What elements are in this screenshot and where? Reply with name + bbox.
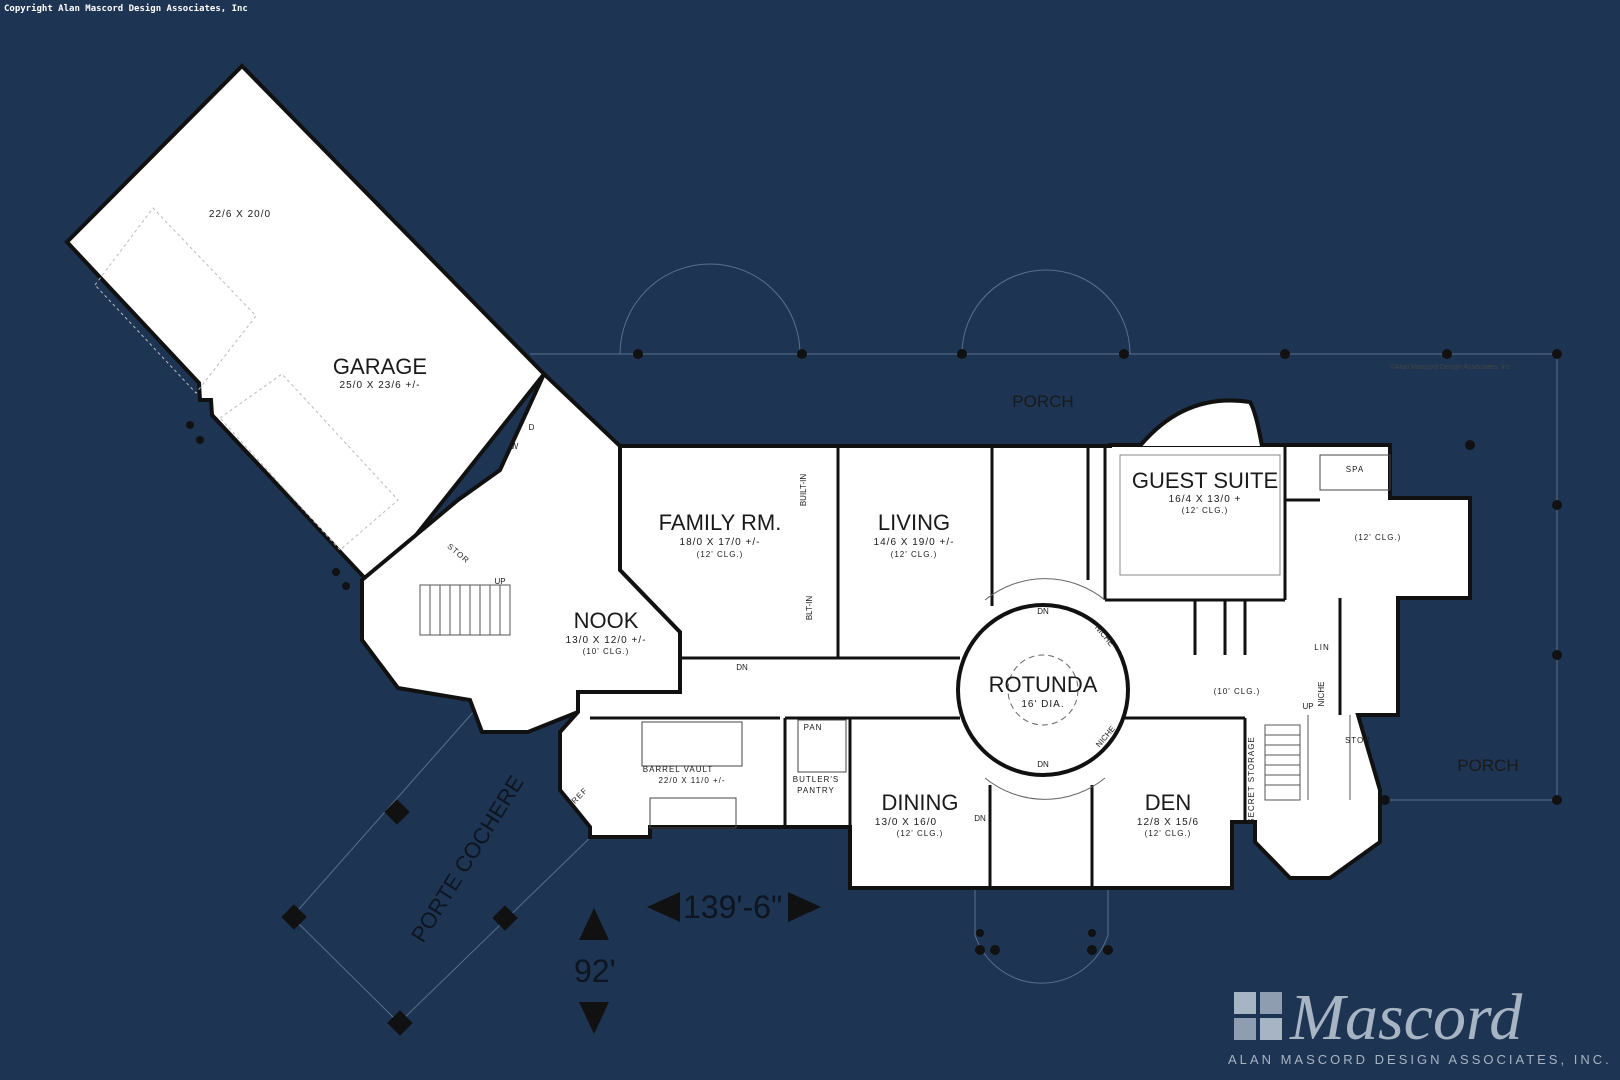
nook-label: NOOK (573, 608, 639, 633)
dn-rotunda-bottom: DN (1037, 760, 1049, 769)
dining-dim: 13/0 X 16/0 (874, 817, 938, 828)
stairs (419, 584, 1351, 801)
stor-label-2: STOR (1344, 736, 1372, 745)
garage-floor (64, 63, 547, 592)
up-label-1: UP (494, 577, 506, 586)
garage-bay-dim: 22/6 X 20/0 (208, 209, 272, 220)
guest-suite-clg: (12' CLG.) (1181, 506, 1229, 515)
dn-dining: DN (974, 814, 986, 823)
barrel-vault-label: BARREL VAULT (642, 765, 714, 774)
depth-dimension: 92' (574, 953, 616, 989)
dining-label: DINING (881, 790, 959, 815)
niche-label-3: NICHE (1317, 681, 1326, 707)
dryer-label: D (528, 423, 536, 432)
washer-label: W (510, 442, 520, 451)
up-label-2: UP (1302, 702, 1314, 711)
rotunda-circle (956, 578, 1130, 800)
dimension-arrows (579, 892, 821, 1034)
rotunda-label: ROTUNDA (988, 672, 1098, 697)
den-clg: (12' CLG.) (1144, 829, 1192, 838)
family-room-label: FAMILY RM. (658, 510, 782, 535)
pantry-label: PANTRY (797, 786, 835, 795)
living-dim: 14/6 X 19/0 +/- (873, 537, 955, 548)
pan-label: PAN (803, 723, 823, 732)
butlers-label: BUTLER'S (792, 775, 840, 784)
guest-bath-clg: (12' CLG.) (1354, 533, 1402, 542)
family-room-clg: (12' CLG.) (696, 550, 744, 559)
den-label: DEN (1144, 790, 1192, 815)
rotunda-dim: 16' DIA. (1021, 699, 1065, 710)
width-dimension: 139'-6" (683, 889, 783, 925)
living-label: LIVING (877, 510, 951, 535)
porch-right-label: PORCH (1457, 756, 1519, 775)
guest-suite-label: GUEST SUITE (1131, 468, 1279, 493)
nook-clg: (10' CLG.) (582, 647, 630, 656)
small-copyright: ©Alan Mascord Design Associates, Inc (1390, 364, 1511, 371)
logo-mark-icon (1234, 992, 1282, 1040)
porch-columns (186, 349, 1562, 955)
guest-suite-dim: 16/4 X 13/0 + (1168, 494, 1242, 505)
spa-label: SPA (1345, 465, 1365, 474)
nook-dim: 13/0 X 12/0 +/- (565, 635, 647, 646)
dn-rotunda-top: DN (1037, 607, 1049, 616)
dn-family: DN (736, 663, 748, 672)
family-room-dim: 18/0 X 17/0 +/- (679, 537, 761, 548)
garage-label: GARAGE (332, 354, 428, 379)
garage-dim: 25/0 X 23/6 +/- (339, 380, 421, 391)
hall-clg: (10' CLG.) (1213, 687, 1261, 696)
living-clg: (12' CLG.) (890, 550, 938, 559)
copyright-text: Copyright Alan Mascord Design Associates… (4, 4, 248, 14)
blt-in-label: BLT-IN (805, 595, 814, 621)
logo-company: ALAN MASCORD DESIGN ASSOCIATES, INC. (1228, 1052, 1612, 1067)
dining-clg: (12' CLG.) (896, 829, 944, 838)
logo-wordmark: Mascord (1290, 981, 1523, 1054)
secret-storage-label: SECRET STORAGE (1247, 736, 1256, 824)
porch-top-label: PORCH (1012, 392, 1074, 411)
built-in-label: BUILT-IN (799, 473, 808, 507)
porte-cochere (281, 691, 597, 1036)
kitchen-dim: 22/0 X 11/0 +/- (658, 776, 726, 785)
lin-label: LIN (1314, 643, 1330, 652)
den-dim: 12/8 X 15/6 (1136, 817, 1200, 828)
